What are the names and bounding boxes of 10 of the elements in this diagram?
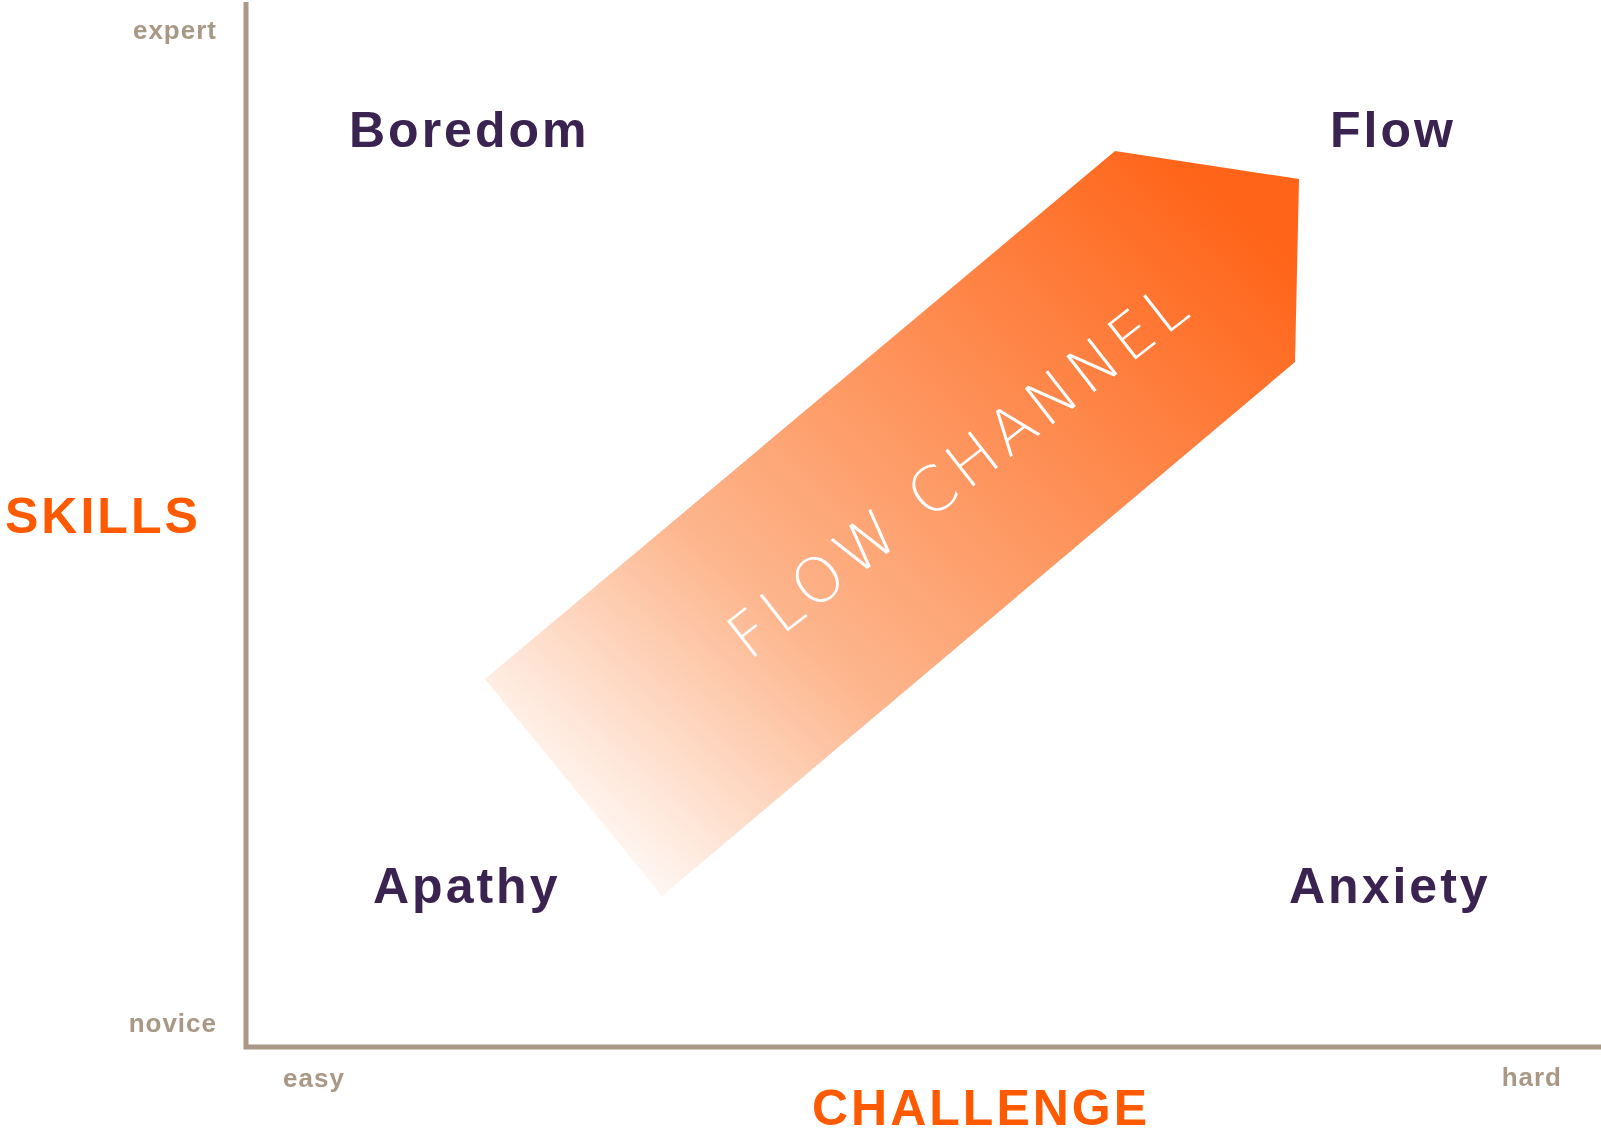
quadrant-label: Flow xyxy=(1330,105,1456,155)
quadrant-label: Apathy xyxy=(373,861,561,911)
axis-tick-label: easy xyxy=(283,1065,345,1091)
quadrant-label: Boredom xyxy=(349,105,590,155)
axis-tick-label: hard xyxy=(1501,1064,1562,1090)
axis-tick-label: expert xyxy=(132,17,217,43)
axis-tick-label: novice xyxy=(128,1010,217,1036)
axis-title: SKILLS xyxy=(5,491,201,541)
quadrant-label: Anxiety xyxy=(1289,861,1491,911)
axis-title: CHALLENGE xyxy=(812,1083,1151,1133)
